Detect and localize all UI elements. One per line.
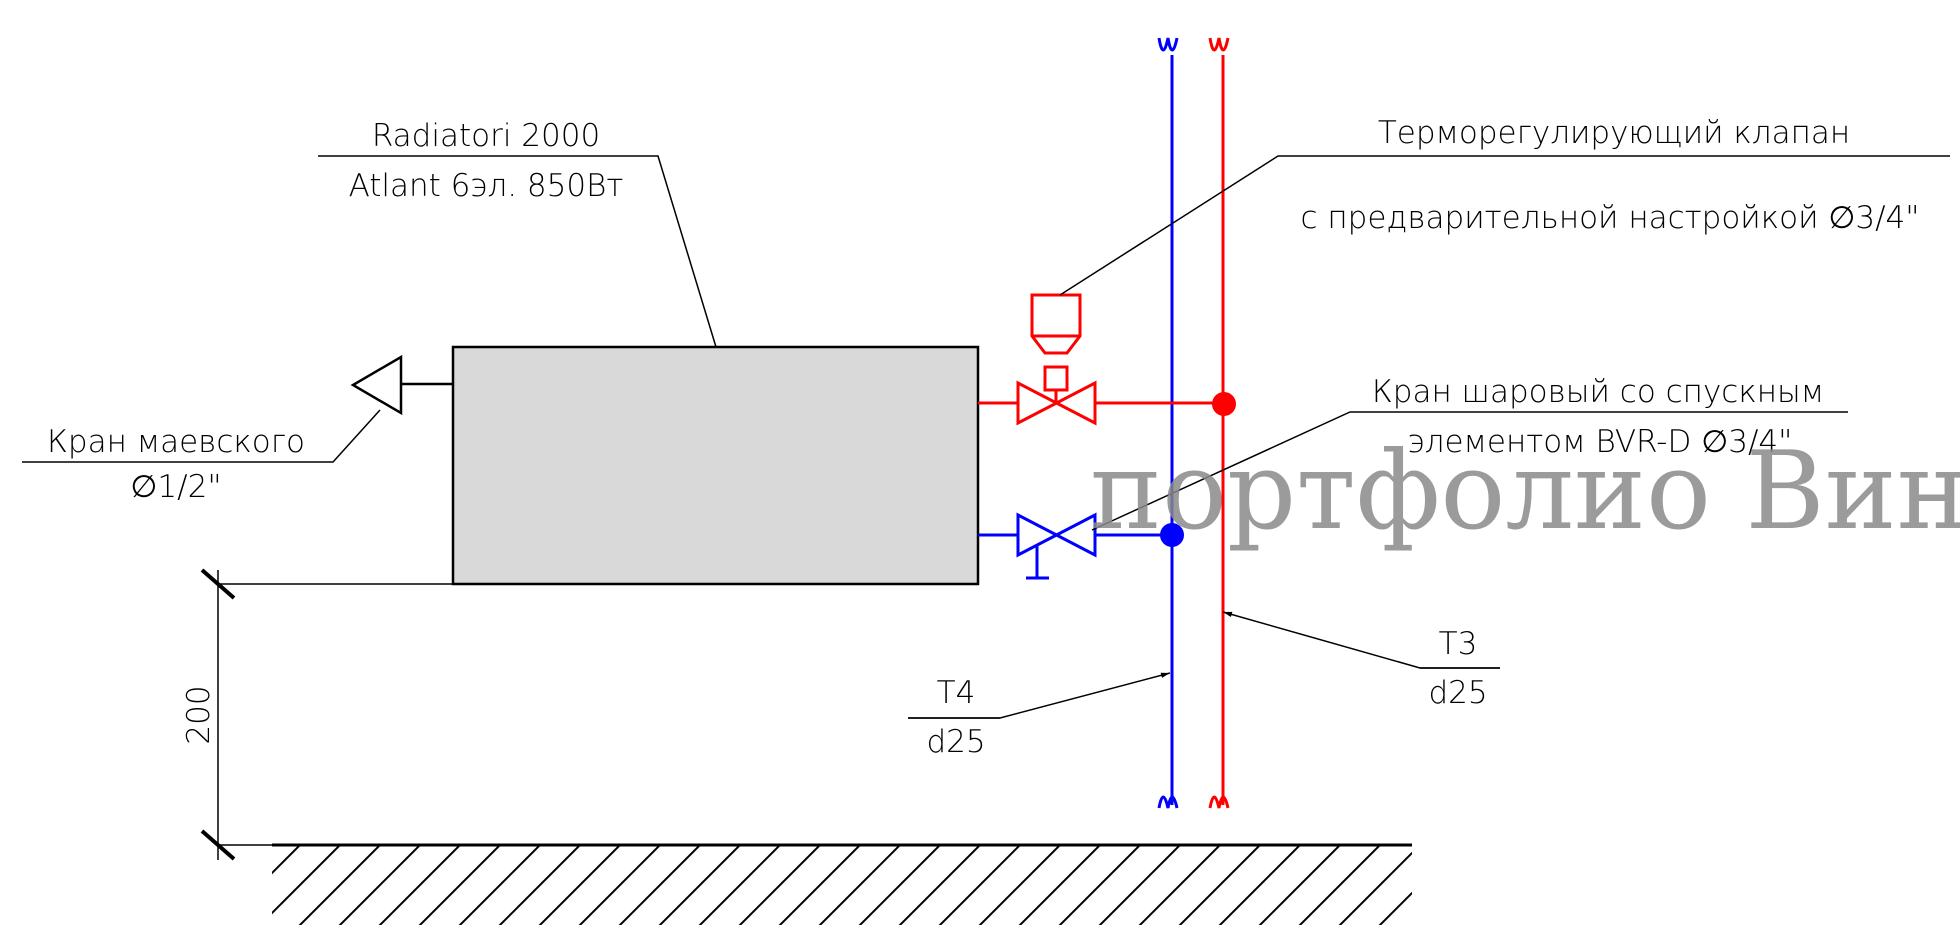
floor-hatch-line — [1138, 845, 1221, 925]
floor-hatch-line — [698, 845, 781, 925]
floor-hatch-line — [618, 845, 701, 925]
floor-hatch-line — [978, 845, 1061, 925]
t3-label: Т3 — [1439, 626, 1478, 662]
radiator[interactable] — [451, 345, 980, 586]
floor-hatch-line — [378, 845, 461, 925]
radiator-spec-label: Atlant 6эл. 850Вт — [349, 168, 624, 204]
floor-hatch-line — [1058, 845, 1141, 925]
floor-hatch-line — [778, 845, 861, 925]
ball-valve-label-2: элементом BVR-D ∅3/4" — [1408, 424, 1793, 460]
floor-hatch-line — [858, 845, 941, 925]
thermo-valve-label-1: Терморегулирующий клапан — [1378, 115, 1850, 151]
return-riser-t4 — [1157, 37, 1179, 809]
floor-hatch-line — [1218, 845, 1301, 925]
thermostatic-valve-icon[interactable] — [1016, 293, 1097, 426]
floor-hatch-line — [458, 845, 541, 925]
supply-riser-t3 — [1208, 37, 1230, 809]
floor-hatch-line — [898, 845, 981, 925]
mayevsky-label-2: ∅1/2" — [130, 469, 221, 505]
watermark: портфолио Вин — [1090, 429, 1960, 554]
supply-tee-node — [1212, 392, 1236, 416]
floor — [272, 843, 1500, 925]
floor-hatch-line — [1258, 845, 1341, 925]
floor-hatch-line — [538, 845, 621, 925]
radiator-model-label: Radiatori 2000 — [372, 118, 600, 154]
floor-hatch-line — [1410, 845, 1500, 925]
floor-hatch-line — [938, 845, 1021, 925]
thermo-valve-label-2: с предварительной настройкой ∅3/4" — [1300, 200, 1919, 236]
floor-hatch-line — [272, 845, 341, 915]
mayevsky-valve-icon[interactable] — [350, 354, 453, 416]
leader-lines — [22, 155, 1950, 719]
ball-valve-label-1: Кран шаровый со спускным — [1372, 374, 1824, 410]
floor-hatch-line — [418, 845, 501, 925]
t3-size-label: d25 — [1428, 675, 1487, 711]
floor-hatch-line — [1378, 891, 1412, 925]
dimension-200 — [200, 568, 455, 861]
mayevsky-label-1: Кран маевского — [47, 424, 305, 460]
floor-hatch-line — [1018, 845, 1101, 925]
floor-hatch-line — [338, 845, 421, 925]
ball-valve-icon[interactable] — [1016, 512, 1097, 580]
floor-hatch-line — [818, 845, 901, 925]
t4-size-label: d25 — [926, 724, 985, 760]
floor-hatch-line — [298, 845, 381, 925]
floor-hatch-line — [498, 845, 581, 925]
floor-hatch-line — [738, 845, 821, 925]
t4-label: Т4 — [937, 675, 976, 711]
return-tee-node — [1160, 523, 1184, 547]
floor-hatch-line — [1098, 845, 1181, 925]
dimension-label: 200 — [181, 685, 217, 744]
floor-hatch-line — [658, 845, 741, 925]
floor-hatch-line — [272, 845, 301, 875]
floor-hatch-line — [578, 845, 661, 925]
floor-hatch-line — [1338, 851, 1412, 925]
floor-hatch-line — [1178, 845, 1261, 925]
floor-hatch-line — [1298, 845, 1381, 925]
